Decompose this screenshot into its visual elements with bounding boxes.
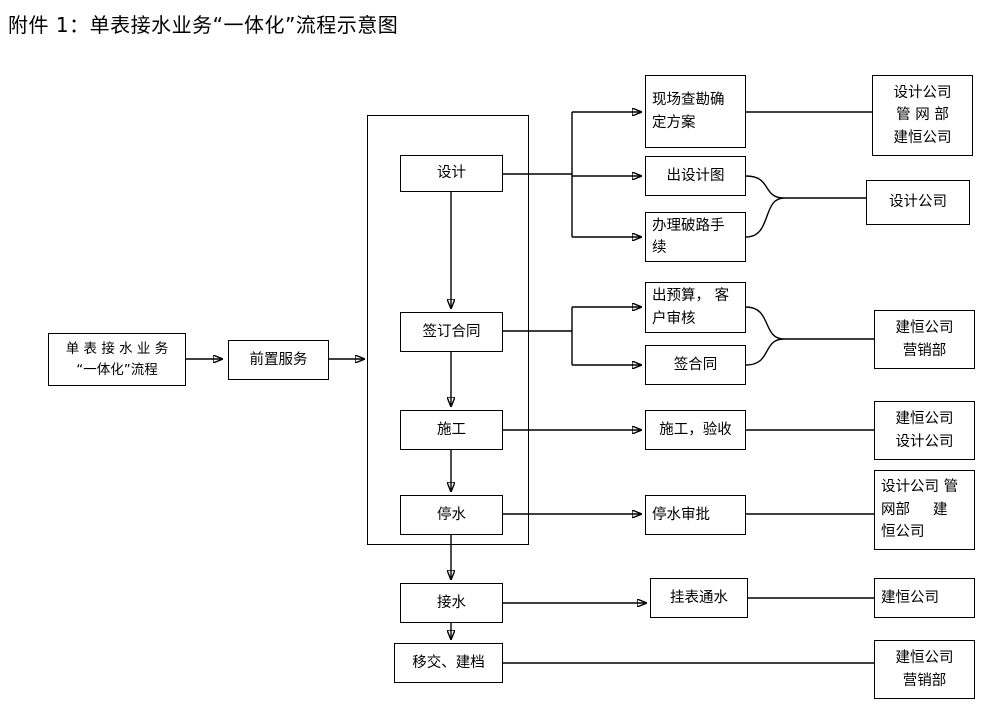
node-site-survey[interactable]: 现场查勘确 定方案 bbox=[645, 75, 746, 148]
node-handover-archive[interactable]: 移交、建档 bbox=[394, 643, 503, 683]
owner2-line-0: 设计公司 bbox=[889, 194, 947, 211]
owner5-line-0: 设计公司 管 bbox=[881, 479, 959, 496]
page-title: 附件 1：单表接水业务“一体化”流程示意图 bbox=[8, 13, 399, 37]
node-build-accept[interactable]: 施工，验收 bbox=[645, 410, 746, 450]
node-build-accept-line-0: 施工，验收 bbox=[659, 421, 732, 438]
owner5-line-1: 网部 建 bbox=[881, 501, 948, 518]
node-construction-line-0: 施工 bbox=[437, 421, 466, 438]
node-pre-service-line-0: 前置服务 bbox=[249, 351, 308, 368]
brace-contract-merge bbox=[745, 306, 785, 366]
node-budget-review-line-0: 出预算， 客 bbox=[652, 288, 730, 305]
node-stop-approval-line-0: 停水审批 bbox=[652, 506, 710, 523]
owner1-line-1: 管 网 部 bbox=[896, 107, 949, 124]
node-start-line-1: “一体化”流程 bbox=[76, 361, 158, 378]
node-sign-contract-line-0: 签订合同 bbox=[422, 323, 481, 340]
node-stop-approval[interactable]: 停水审批 bbox=[645, 495, 746, 535]
node-design-line-0: 设计 bbox=[437, 165, 466, 182]
node-issue-drawing[interactable]: 出设计图 bbox=[645, 156, 746, 196]
node-budget-review-line-1: 户审核 bbox=[652, 310, 696, 327]
node-start[interactable]: 单 表 接 水 业 务 “一体化”流程 bbox=[48, 333, 186, 386]
node-water-stop[interactable]: 停水 bbox=[400, 495, 503, 535]
brace-design-merge bbox=[745, 175, 785, 238]
node-owner-design-pipe-jianheng[interactable]: 设计公司 管 网 部 建恒公司 bbox=[872, 75, 973, 156]
node-owner-jianheng[interactable]: 建恒公司 bbox=[874, 578, 975, 618]
node-owner-design-pipe-jianheng-2[interactable]: 设计公司 管 网部 建 恒公司 bbox=[874, 470, 975, 550]
node-connect-water-line-0: 接水 bbox=[437, 594, 466, 611]
node-start-line-0: 单 表 接 水 业 务 bbox=[65, 340, 169, 357]
node-sign-agreement[interactable]: 签合同 bbox=[645, 345, 746, 385]
node-road-permit[interactable]: 办理破路手 续 bbox=[645, 212, 746, 262]
node-road-permit-line-0: 办理破路手 bbox=[652, 217, 725, 234]
owner1-line-0: 设计公司 bbox=[893, 84, 952, 101]
node-meter-install[interactable]: 挂表通水 bbox=[650, 578, 748, 618]
node-design[interactable]: 设计 bbox=[400, 155, 503, 192]
node-construction[interactable]: 施工 bbox=[400, 410, 503, 450]
node-meter-install-line-0: 挂表通水 bbox=[670, 589, 728, 606]
owner3-line-1: 营销部 bbox=[902, 342, 947, 359]
node-issue-drawing-line-0: 出设计图 bbox=[666, 167, 725, 184]
owner3-line-0: 建恒公司 bbox=[895, 320, 954, 337]
owner4-line-0: 建恒公司 bbox=[895, 411, 954, 428]
node-owner-jianheng-design[interactable]: 建恒公司 设计公司 bbox=[874, 401, 975, 460]
node-site-survey-line-0: 现场查勘确 bbox=[652, 92, 725, 109]
owner7-line-0: 建恒公司 bbox=[895, 650, 954, 667]
owner5-line-2: 恒公司 bbox=[881, 524, 925, 541]
node-owner-jianheng-marketing-2[interactable]: 建恒公司 营销部 bbox=[874, 640, 975, 699]
node-sign-contract[interactable]: 签订合同 bbox=[400, 312, 503, 352]
node-sign-agreement-line-0: 签合同 bbox=[673, 356, 718, 373]
node-handover-archive-line-0: 移交、建档 bbox=[412, 654, 485, 671]
owner7-line-1: 营销部 bbox=[902, 672, 947, 689]
node-owner-jianheng-marketing-1[interactable]: 建恒公司 营销部 bbox=[874, 310, 975, 369]
node-budget-review[interactable]: 出预算， 客 户审核 bbox=[645, 282, 746, 333]
owner1-line-2: 建恒公司 bbox=[893, 129, 952, 146]
main-stage-frame bbox=[367, 115, 529, 545]
owner4-line-1: 设计公司 bbox=[895, 433, 954, 450]
node-water-stop-line-0: 停水 bbox=[437, 506, 466, 523]
node-connect-water[interactable]: 接水 bbox=[400, 583, 503, 623]
node-road-permit-line-1: 续 bbox=[652, 240, 667, 256]
node-owner-design-company[interactable]: 设计公司 bbox=[866, 180, 970, 225]
node-pre-service[interactable]: 前置服务 bbox=[228, 340, 329, 380]
node-site-survey-line-1: 定方案 bbox=[652, 114, 696, 131]
owner6-line-0: 建恒公司 bbox=[881, 589, 939, 606]
